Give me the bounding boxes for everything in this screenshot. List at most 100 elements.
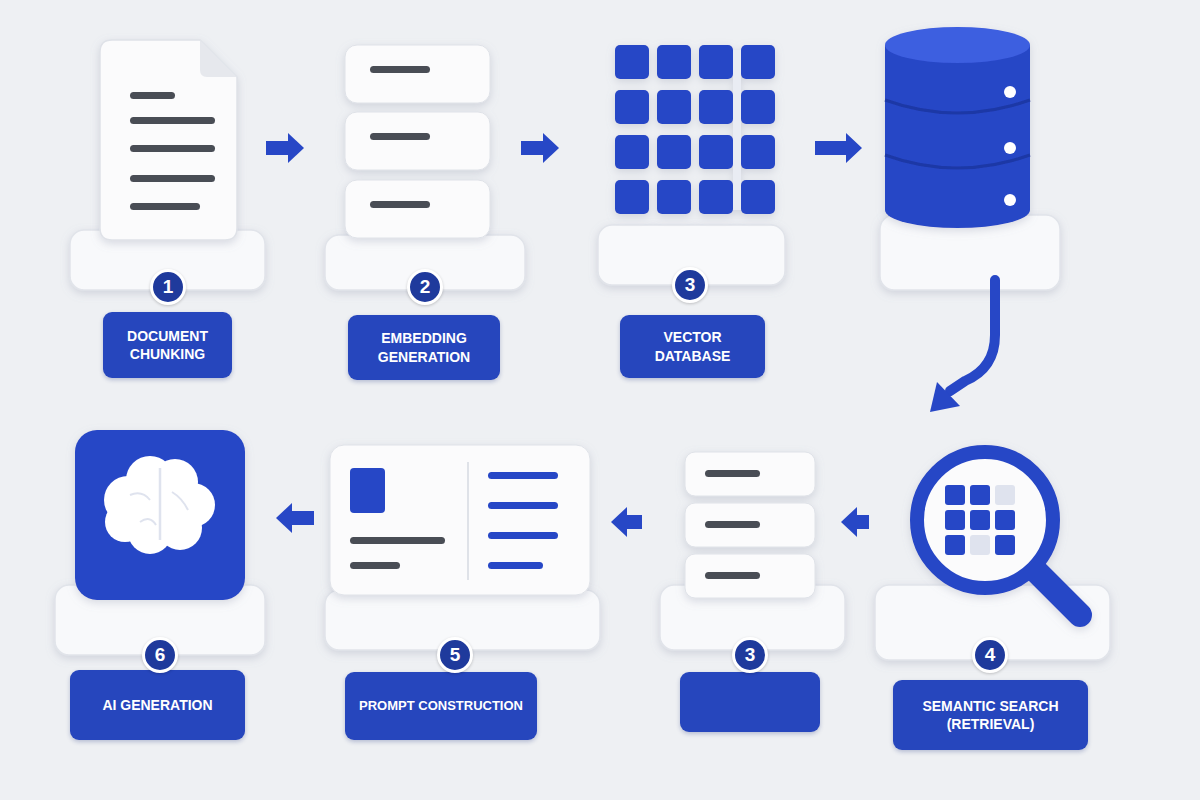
chunk-stack <box>345 45 490 238</box>
arrow-head <box>288 133 304 163</box>
chunk-stack <box>345 45 490 103</box>
vector-cubes <box>657 90 691 124</box>
callout-number: 6 <box>155 644 166 666</box>
pipeline-step: DOCUMENT CHUNKING 1 <box>70 30 260 385</box>
database-icon <box>885 100 1030 113</box>
search-icon <box>995 485 1015 505</box>
document-icon <box>100 40 237 240</box>
callout-number: 5 <box>450 644 461 666</box>
flow-arrow <box>950 280 995 391</box>
search-icon <box>970 485 990 505</box>
prompt-card <box>330 445 590 595</box>
step-label <box>680 672 820 732</box>
step-name: EMBEDDING GENERATION <box>354 329 494 365</box>
search-icon <box>970 535 990 555</box>
flow-arrow <box>276 503 314 533</box>
vector-cubes <box>615 180 649 214</box>
document-icon <box>130 117 215 124</box>
vector-cubes <box>741 90 775 124</box>
chunk-stack <box>370 201 430 208</box>
step-label: AI GENERATION <box>70 670 245 740</box>
vector-cubes <box>657 135 691 169</box>
database-icon <box>885 45 1030 210</box>
step-number: 3 <box>672 267 708 303</box>
document-icon <box>200 40 237 77</box>
retrieved-chunks <box>685 554 815 598</box>
chunk-stack <box>370 66 430 208</box>
search-icon <box>917 452 1080 615</box>
arrow-head <box>841 507 857 537</box>
search-icon <box>945 485 965 505</box>
search-icon <box>945 535 965 555</box>
retrieved-chunks <box>685 503 815 547</box>
retrieved-chunks <box>705 470 760 579</box>
step-name: SEMANTIC SEARCH (RETRIEVAL) <box>899 697 1082 733</box>
step-label: VECTOR DATABASE <box>620 315 765 378</box>
step-number: 5 <box>437 637 473 673</box>
retrieved-chunks <box>685 452 815 496</box>
arrow-head <box>543 133 559 163</box>
step-number: 1 <box>150 269 186 305</box>
step-number: 2 <box>407 269 443 305</box>
step-name: PROMPT CONSTRUCTION <box>359 698 523 715</box>
callout-number: 3 <box>685 274 696 296</box>
pipeline-step: EMBEDDING GENERATION 2 <box>310 30 515 385</box>
brain-tile <box>75 430 245 600</box>
chunk-stack <box>345 180 490 238</box>
search-icon <box>970 510 990 530</box>
flow-arrow <box>930 382 960 412</box>
search-icon <box>995 535 1015 555</box>
pedestal <box>55 215 1110 660</box>
callout-number: 3 <box>745 644 756 666</box>
chunk-stack <box>345 112 490 170</box>
database-icon <box>1004 194 1016 206</box>
arrow-shaft <box>855 515 869 529</box>
retrieved-chunks <box>705 572 760 579</box>
vector-cubes <box>699 90 733 124</box>
vector-cubes <box>699 180 733 214</box>
search-icon <box>917 452 1053 588</box>
prompt-card <box>488 472 558 479</box>
arrow-shaft <box>521 141 545 155</box>
vector-cubes <box>657 180 691 214</box>
step-label: DOCUMENT CHUNKING <box>103 312 232 378</box>
pipeline-step: SEMANTIC SEARCH (RETRIEVAL)4 <box>875 400 1115 760</box>
step-name: VECTOR DATABASE <box>626 328 759 364</box>
database-icon <box>885 27 1030 228</box>
vector-cubes <box>657 45 691 79</box>
flow-arrow <box>521 133 559 163</box>
vector-cubes <box>733 50 741 210</box>
brain-tile <box>130 492 188 525</box>
search-icon <box>1035 570 1080 615</box>
vector-cubes <box>741 180 775 214</box>
retrieved-chunks <box>705 521 760 528</box>
step-name: AI GENERATION <box>102 696 212 714</box>
vector-cubes <box>741 45 775 79</box>
database-icon <box>885 192 1030 228</box>
prompt-card <box>488 502 558 509</box>
document-icon <box>100 40 237 240</box>
pipeline-step: PROMPT CONSTRUCTION 5 <box>320 400 605 745</box>
arrow-shaft <box>266 141 290 155</box>
vector-cubes <box>741 135 775 169</box>
retrieved-chunks <box>705 470 760 477</box>
vector-cubes <box>615 45 649 79</box>
pipeline-step: VECTOR DATABASE 3 <box>565 30 810 385</box>
callout-number: 2 <box>420 276 431 298</box>
vector-cubes <box>699 45 733 79</box>
step-number: 3 <box>732 637 768 673</box>
database-icon <box>1004 142 1016 154</box>
brain-tile <box>104 456 215 554</box>
prompt-card <box>330 445 590 595</box>
vector-cubes <box>615 90 649 124</box>
prompt-card <box>488 562 543 569</box>
flow-arrow <box>815 133 995 412</box>
vector-cubes <box>615 135 649 169</box>
callout-number: 1 <box>163 276 174 298</box>
brain-tile <box>159 468 162 540</box>
arrow-head <box>611 507 627 537</box>
pipeline-step: AI GENERATION 6 <box>55 400 270 745</box>
brain-tile <box>75 430 245 600</box>
chunk-stack <box>370 133 430 140</box>
